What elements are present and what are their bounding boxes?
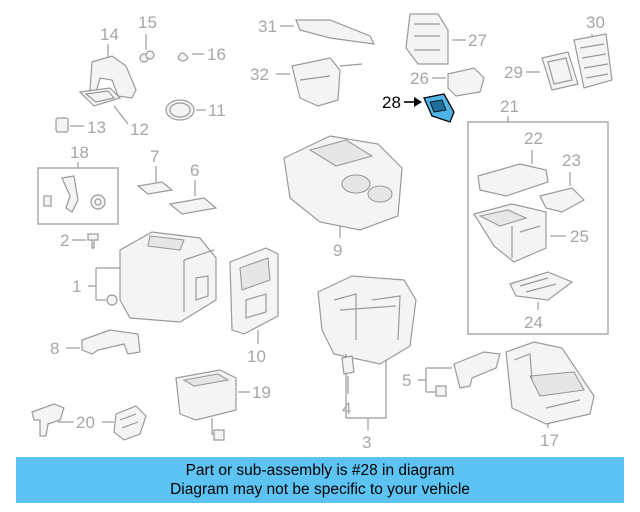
part-6-pad [168, 197, 218, 215]
part-12-mat [78, 87, 129, 125]
part-5-brackets [435, 351, 501, 397]
callout-25: 25 [570, 227, 589, 246]
part-23-liner [539, 187, 585, 213]
part-4-clip [341, 355, 355, 394]
part-28-switch-highlighted [423, 93, 455, 123]
callout-14: 14 [100, 25, 119, 44]
callout-1: 1 [72, 277, 81, 296]
callout-11: 11 [208, 101, 226, 120]
callout-18: 18 [70, 143, 89, 162]
callout-7: 7 [150, 147, 159, 166]
part-8-trim [81, 329, 141, 355]
callout-15: 15 [138, 13, 157, 32]
part-1-console-shell [106, 231, 217, 323]
banner-line-part-number: Part or sub-assembly is #28 in diagram [185, 462, 455, 479]
callout-17: 17 [540, 431, 559, 450]
callout-29: 29 [504, 63, 523, 82]
part-18-pieces [43, 175, 106, 213]
part-15-clip [139, 34, 155, 63]
part-20-brackets [31, 403, 147, 441]
callout-9: 9 [333, 241, 342, 260]
callout-23: 23 [562, 151, 581, 170]
callout-30: 30 [586, 13, 605, 32]
part-29-bezel [541, 51, 579, 91]
banner-line-disclaimer: Diagram may not be specific to your vehi… [170, 481, 470, 498]
callout-8: 8 [50, 339, 59, 358]
part-30-module [573, 33, 613, 89]
part-2-screw [87, 233, 99, 249]
part-25-bin [473, 203, 566, 263]
callout-10: 10 [247, 347, 266, 366]
part-24-mat [509, 271, 574, 310]
callout-3: 3 [362, 433, 371, 452]
part-32-hinge [291, 57, 363, 107]
callout-24: 24 [524, 313, 543, 332]
part-7-pad [136, 181, 174, 195]
callout-32: 32 [250, 65, 269, 84]
parts-diagram: 14 15 16 12 11 13 18 7 [31, 13, 613, 452]
part-13-plug [55, 117, 84, 133]
callout-21: 21 [500, 97, 519, 116]
part-22-armrest [477, 163, 549, 197]
part-11-ring [165, 99, 206, 121]
part-3-base-frame [317, 275, 417, 430]
callout-6: 6 [190, 161, 199, 180]
part-16-grommet [177, 52, 204, 62]
part-26-switch [447, 67, 485, 97]
part-31-lid [295, 19, 376, 45]
info-banner: Part or sub-assembly is #28 in diagram D… [16, 457, 624, 503]
part-27-bracket [405, 13, 466, 65]
part-18-kit-box [37, 167, 119, 225]
callout-22: 22 [524, 129, 543, 148]
callout-27: 27 [468, 31, 487, 50]
callout-5: 5 [402, 371, 411, 390]
part-10-panel [229, 247, 279, 344]
callout-2: 2 [60, 231, 69, 250]
callout-4: 4 [342, 399, 351, 418]
callout-16: 16 [207, 45, 226, 64]
callout-13: 13 [87, 118, 106, 137]
callout-19: 19 [252, 383, 271, 402]
part-17-rear-tray [505, 341, 595, 428]
part-21-group-box [467, 121, 609, 335]
callout-20: 20 [76, 413, 95, 432]
callout-26: 26 [410, 69, 429, 88]
part-19-bin [175, 369, 250, 441]
callout-28: 28 [382, 93, 401, 112]
callout-12: 12 [130, 120, 149, 139]
callout-31: 31 [258, 17, 277, 36]
part-9-center-console [283, 135, 403, 238]
